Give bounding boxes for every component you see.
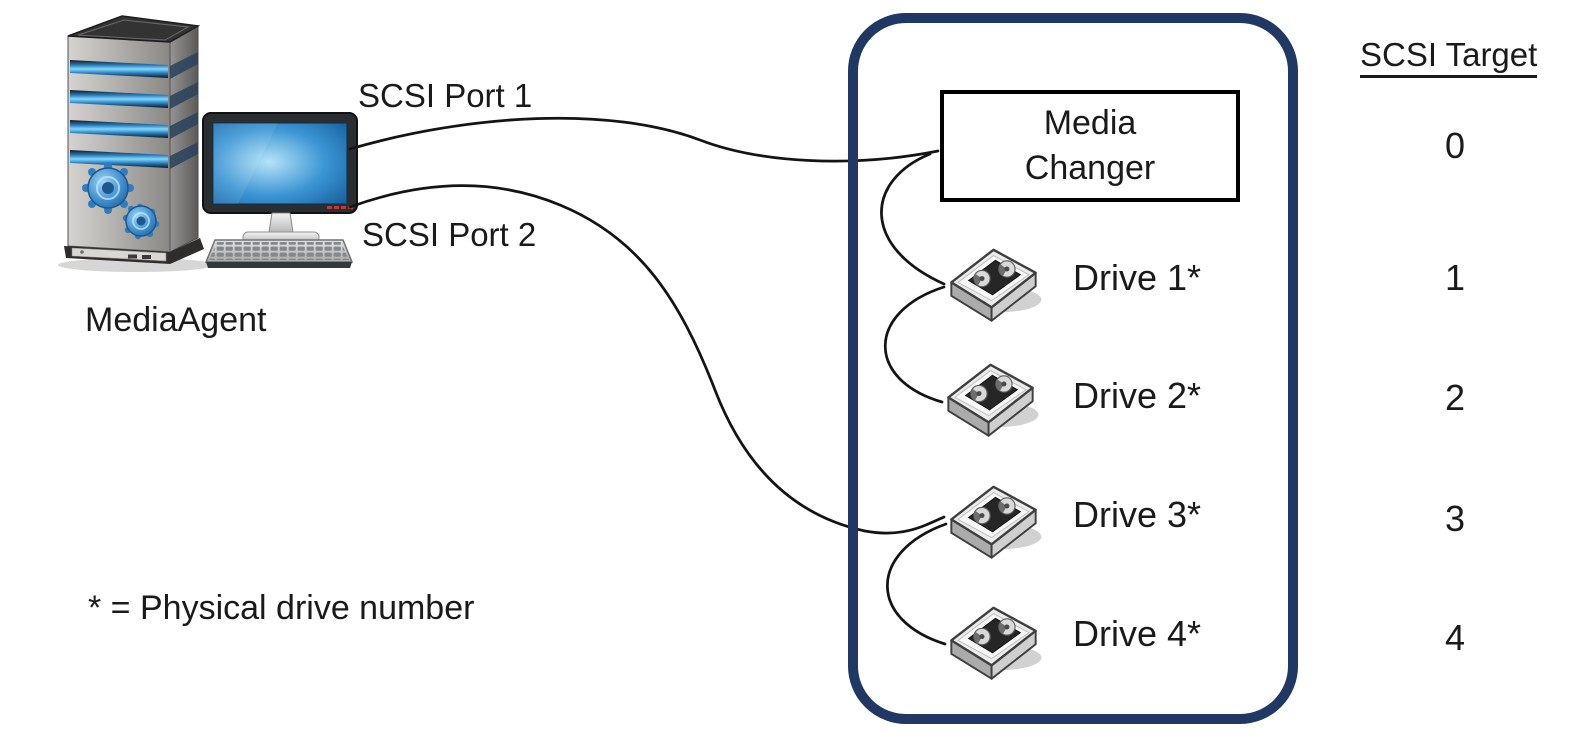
server-tower-icon	[58, 15, 214, 272]
media-changer-box: Media Changer	[940, 90, 1240, 202]
drive-label: Drive 4*	[1073, 613, 1202, 654]
library-enclosure	[848, 13, 1298, 724]
scsi-target-value: 4	[1444, 617, 1466, 658]
gears-icon	[82, 162, 160, 240]
keyboard-icon	[204, 239, 354, 268]
tape-drive-icon	[933, 349, 1048, 441]
footnote: * = Physical drive number	[88, 589, 475, 627]
tape-drive-icon	[936, 471, 1051, 563]
drive-label: Drive 3*	[1073, 494, 1202, 535]
media-agent-label: MediaAgent	[85, 301, 267, 339]
scsi-target-value: 0	[1444, 125, 1466, 166]
media-agent-graphic	[58, 15, 358, 272]
monitor-icon	[202, 112, 358, 244]
scsi-target-value: 3	[1444, 498, 1466, 539]
drive-label: Drive 1*	[1073, 257, 1202, 298]
media-changer-label-line2: Changer	[1024, 149, 1156, 187]
scsi-target-value: 2	[1444, 377, 1466, 418]
tape-drive-icon	[936, 592, 1051, 684]
media-changer-label-line1: Media	[1043, 104, 1137, 142]
scsi-target-value: 1	[1444, 257, 1466, 298]
scsi-target-header: SCSI Target	[1360, 38, 1538, 78]
scsi-port2-label: SCSI Port 2	[362, 216, 537, 253]
scsi-port1-label: SCSI Port 1	[358, 77, 533, 114]
drive-label: Drive 2*	[1073, 375, 1202, 416]
tape-drive-icon	[936, 234, 1051, 326]
